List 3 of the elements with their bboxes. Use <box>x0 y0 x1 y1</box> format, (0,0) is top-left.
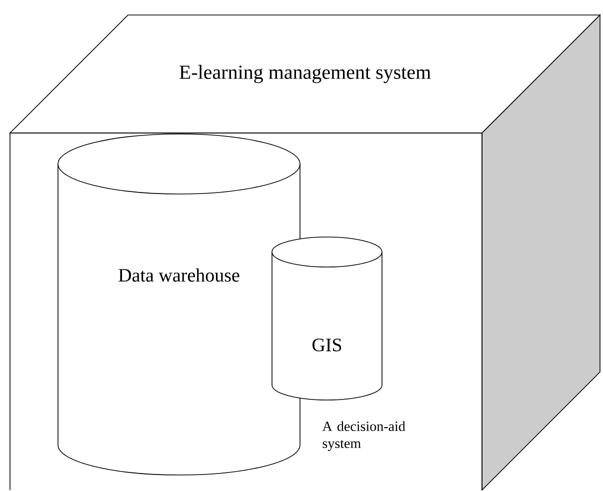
node-label: A decision-aid system <box>322 421 406 451</box>
cylinder: Data warehouse <box>58 134 300 476</box>
cylinder: GIS <box>272 236 382 400</box>
